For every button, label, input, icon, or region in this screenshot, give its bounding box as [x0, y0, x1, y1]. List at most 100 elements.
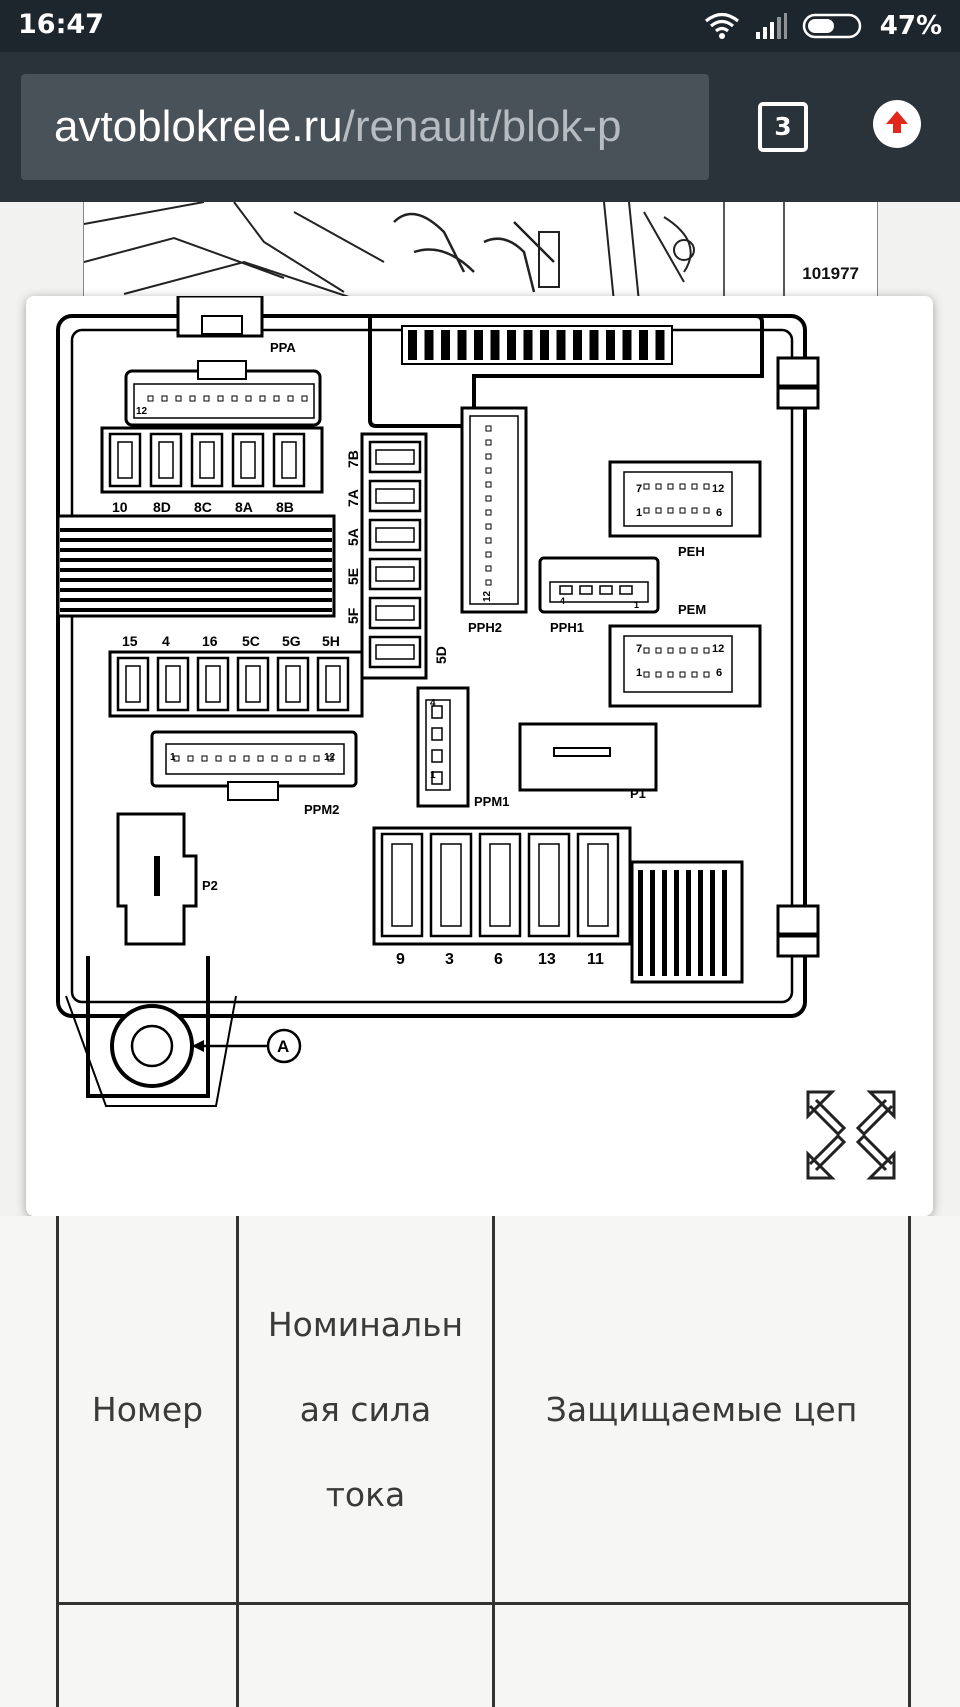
ppm2-pin — [285, 755, 292, 762]
terminal-slot — [573, 330, 582, 360]
terminal-slot — [490, 330, 500, 360]
fuse-label-13: 13 — [538, 951, 556, 968]
pem-pin — [691, 647, 698, 654]
ppm2-pin — [187, 755, 194, 762]
peh-pin — [679, 483, 686, 490]
fuse-label-8D: 8D — [153, 499, 171, 515]
peh-pin — [643, 483, 650, 490]
fuse-blade — [375, 449, 415, 465]
fuse-blade — [440, 843, 462, 927]
peh-pin — [691, 483, 698, 490]
fuse-slot — [368, 479, 422, 513]
battery-icon — [802, 13, 862, 39]
pin-number-label: 12 — [136, 406, 148, 417]
terminal-slot — [424, 330, 434, 360]
grid-bar — [710, 870, 715, 976]
ppa-pin — [189, 395, 196, 402]
fuse-blade — [205, 665, 221, 703]
ppa-pin — [217, 395, 224, 402]
url-text[interactable]: avtoblokrele.ru/renault/blok-p — [54, 74, 621, 180]
page-image-strip: 101977 — [83, 202, 878, 302]
fuse-slot — [478, 832, 522, 938]
pph2-pin — [485, 495, 492, 502]
pph2-pin — [485, 453, 492, 460]
pem-pin — [703, 647, 710, 654]
terminal-slot — [639, 330, 648, 360]
expand-icon[interactable] — [802, 1086, 900, 1184]
pem-pin — [691, 671, 698, 678]
table-header-text: тока — [325, 1474, 406, 1514]
fuse-blade — [391, 843, 413, 927]
fuse-label-8A: 8A — [235, 499, 253, 515]
connector-label-ppm1: PPM1 — [474, 794, 509, 809]
fuse-blade — [117, 441, 133, 479]
image-reference-number: 101977 — [802, 264, 859, 283]
tab-switcher-button[interactable]: 3 — [758, 102, 808, 152]
pph1-pin — [619, 585, 633, 595]
connector-label-pem: PEM — [678, 602, 706, 617]
grid-bar — [674, 870, 679, 976]
fuse-blade — [587, 843, 609, 927]
fuse-blade — [245, 665, 261, 703]
pin-number-label: 12 — [482, 590, 493, 602]
fuse-slot — [368, 596, 422, 630]
pph2-pin — [485, 523, 492, 530]
fuse-slot — [368, 557, 422, 591]
ppm2-pin — [173, 755, 180, 762]
address-bar[interactable]: avtoblokrele.ru/renault/blok-p — [21, 74, 709, 180]
fuse-table: Номер Номинальн ая сила тока Защищаемые цеп — [0, 1216, 960, 1707]
bus-bar-line — [60, 608, 332, 612]
fuse-label-5C: 5C — [242, 633, 260, 649]
pin-number-label: 1 — [636, 507, 642, 519]
pph2-pin — [485, 425, 492, 432]
fuse-blade — [165, 665, 181, 703]
grid-bar — [722, 870, 727, 976]
fuse-slot — [368, 635, 422, 669]
table-header-text: ая сила — [299, 1389, 432, 1429]
bus-bar-line — [60, 548, 332, 552]
terminal-slot — [540, 330, 549, 360]
terminal-slot — [474, 330, 483, 360]
ppa-pin — [175, 395, 182, 402]
fuse-blade — [375, 488, 415, 504]
ppa-pin — [301, 395, 308, 402]
callout-label-a: A — [277, 1037, 289, 1056]
fuse-label-3: 3 — [445, 951, 454, 968]
fuse-label-4: 4 — [162, 633, 170, 649]
connector-label-pph1: PPH1 — [550, 620, 584, 635]
table-header-text: Номинальн — [267, 1304, 464, 1344]
table-row-divider — [56, 1602, 911, 1605]
ppa-pin — [287, 395, 294, 402]
fuse-label-11: 11 — [587, 951, 604, 968]
connector-label-ppm2: PPM2 — [304, 802, 339, 817]
table-border-col1 — [236, 1216, 239, 1707]
fuse-blade — [285, 665, 301, 703]
terminal-slot — [655, 330, 665, 360]
fuse-blade — [375, 644, 415, 660]
fuse-blade — [281, 441, 297, 479]
ppm2-pin — [257, 755, 264, 762]
pph2-pin — [485, 565, 492, 572]
grid-bar — [698, 870, 703, 976]
upload-button[interactable] — [873, 100, 921, 148]
peh-pin — [703, 483, 710, 490]
fuse-blade — [375, 566, 415, 582]
fuse-label-7A: 7A — [345, 489, 361, 507]
ppm2-pin — [243, 755, 250, 762]
pph2-pin — [485, 481, 492, 488]
fuse-label-5H: 5H — [322, 633, 340, 649]
ppm2-pin — [215, 755, 222, 762]
terminal-slot — [589, 330, 599, 360]
pin-number-label: 12 — [324, 752, 336, 763]
status-icons: 47% — [704, 8, 942, 44]
status-bar: 16:47 47% — [0, 0, 960, 52]
pph2-pin — [485, 509, 492, 516]
bus-bar-line — [60, 588, 332, 592]
table-border-left — [56, 1216, 59, 1707]
table-header-text: Защищаемые цеп — [545, 1389, 858, 1429]
pin-number-label: 4 — [560, 596, 565, 606]
pem-pin — [679, 647, 686, 654]
table-header-text: Номер — [91, 1389, 204, 1429]
